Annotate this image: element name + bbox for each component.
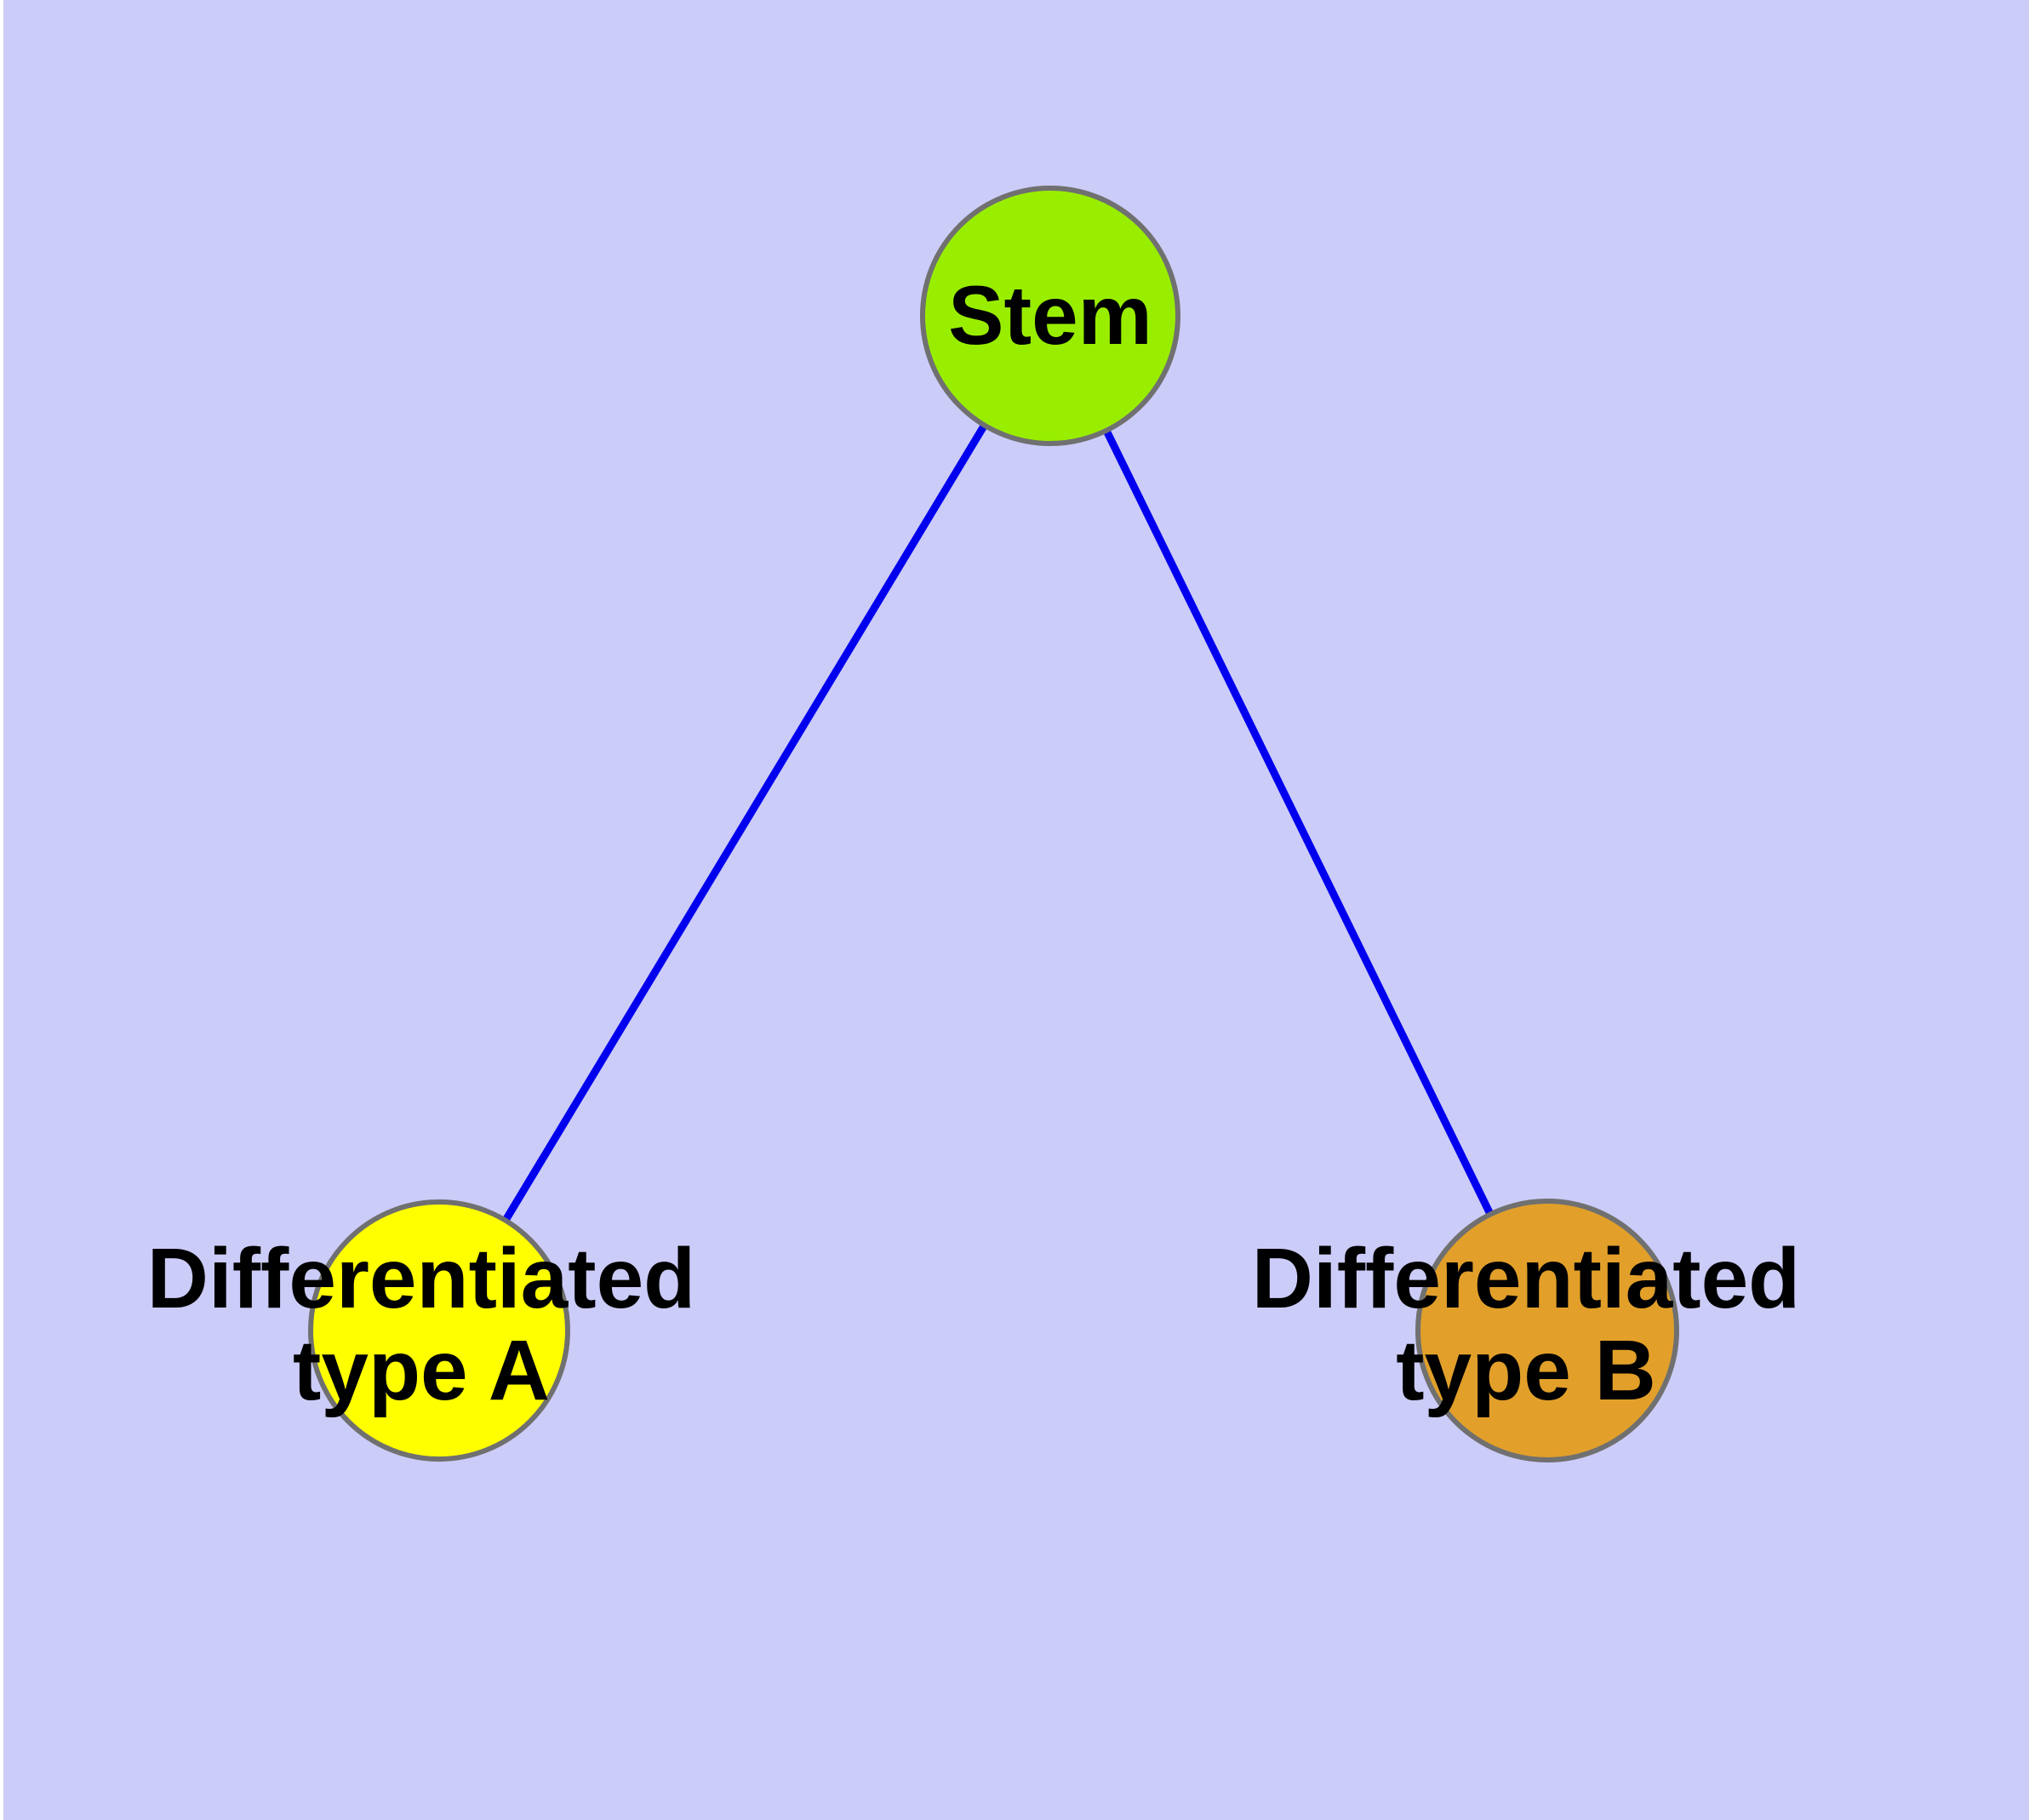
node-stem[interactable]: [920, 186, 1180, 446]
edge-stem-to-diff-b: [1046, 314, 1552, 1332]
node-diff-a[interactable]: [308, 1199, 570, 1462]
edge-stem-to-diff-a: [436, 313, 1054, 1333]
node-diff-b[interactable]: [1415, 1199, 1679, 1462]
node-layer: [308, 186, 1679, 1462]
edge-layer: [436, 313, 1552, 1333]
